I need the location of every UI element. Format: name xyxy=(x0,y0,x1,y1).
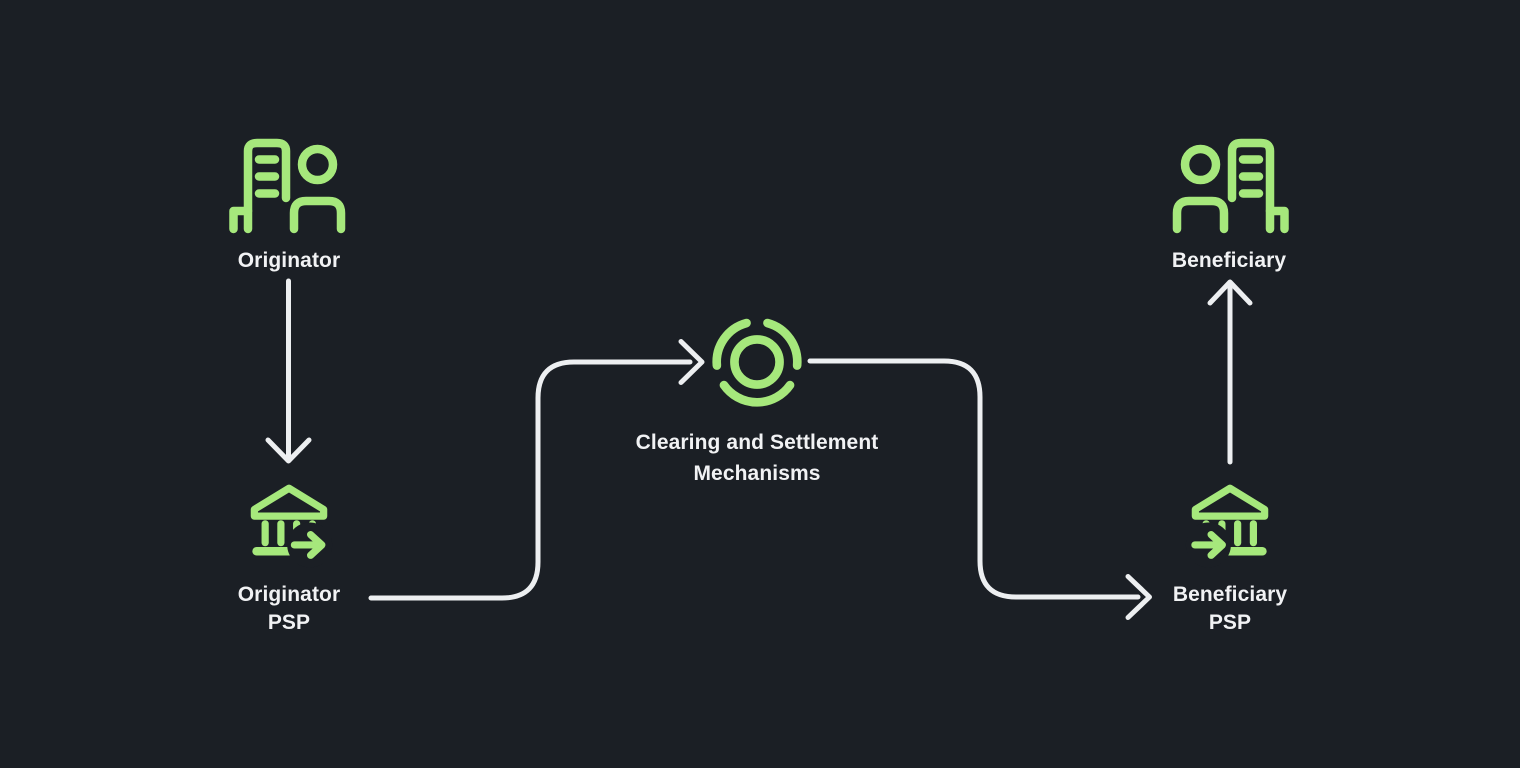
edge-clearing-to-psp-arrowhead xyxy=(1125,574,1152,620)
node-label-beneficiary-psp: Beneficiary PSP xyxy=(1172,583,1288,634)
bank-transfer-in-icon xyxy=(1185,484,1269,568)
edge-clearing-to-psp-line xyxy=(807,358,1141,600)
node-originator-psp: Originator PSP xyxy=(189,476,389,637)
edge-originator-to-psp-arrowhead xyxy=(265,437,312,464)
node-label-beneficiary: Beneficiary xyxy=(1171,249,1287,272)
edge-psp-to-clearing-arrowhead xyxy=(678,339,705,385)
node-beneficiary: Beneficiary xyxy=(1129,138,1329,275)
node-clearing-settlement: Clearing and Settlement Mechanisms xyxy=(605,314,909,489)
node-label-clearing: Clearing and Settlement Mechanisms xyxy=(635,431,879,485)
person-building-icon xyxy=(1172,138,1289,234)
building-person-icon xyxy=(229,138,346,234)
node-label-originator: Originator xyxy=(237,249,341,272)
node-label-originator-psp: Originator PSP xyxy=(237,583,341,634)
edge-psp-to-beneficiary-arrowhead xyxy=(1207,279,1253,306)
edge-psp-to-clearing-line xyxy=(368,359,693,601)
settlement-network-icon xyxy=(712,318,802,407)
bank-transfer-out-icon xyxy=(250,484,333,568)
node-beneficiary-psp: Beneficiary PSP xyxy=(1130,476,1330,637)
node-originator: Originator xyxy=(189,138,389,275)
